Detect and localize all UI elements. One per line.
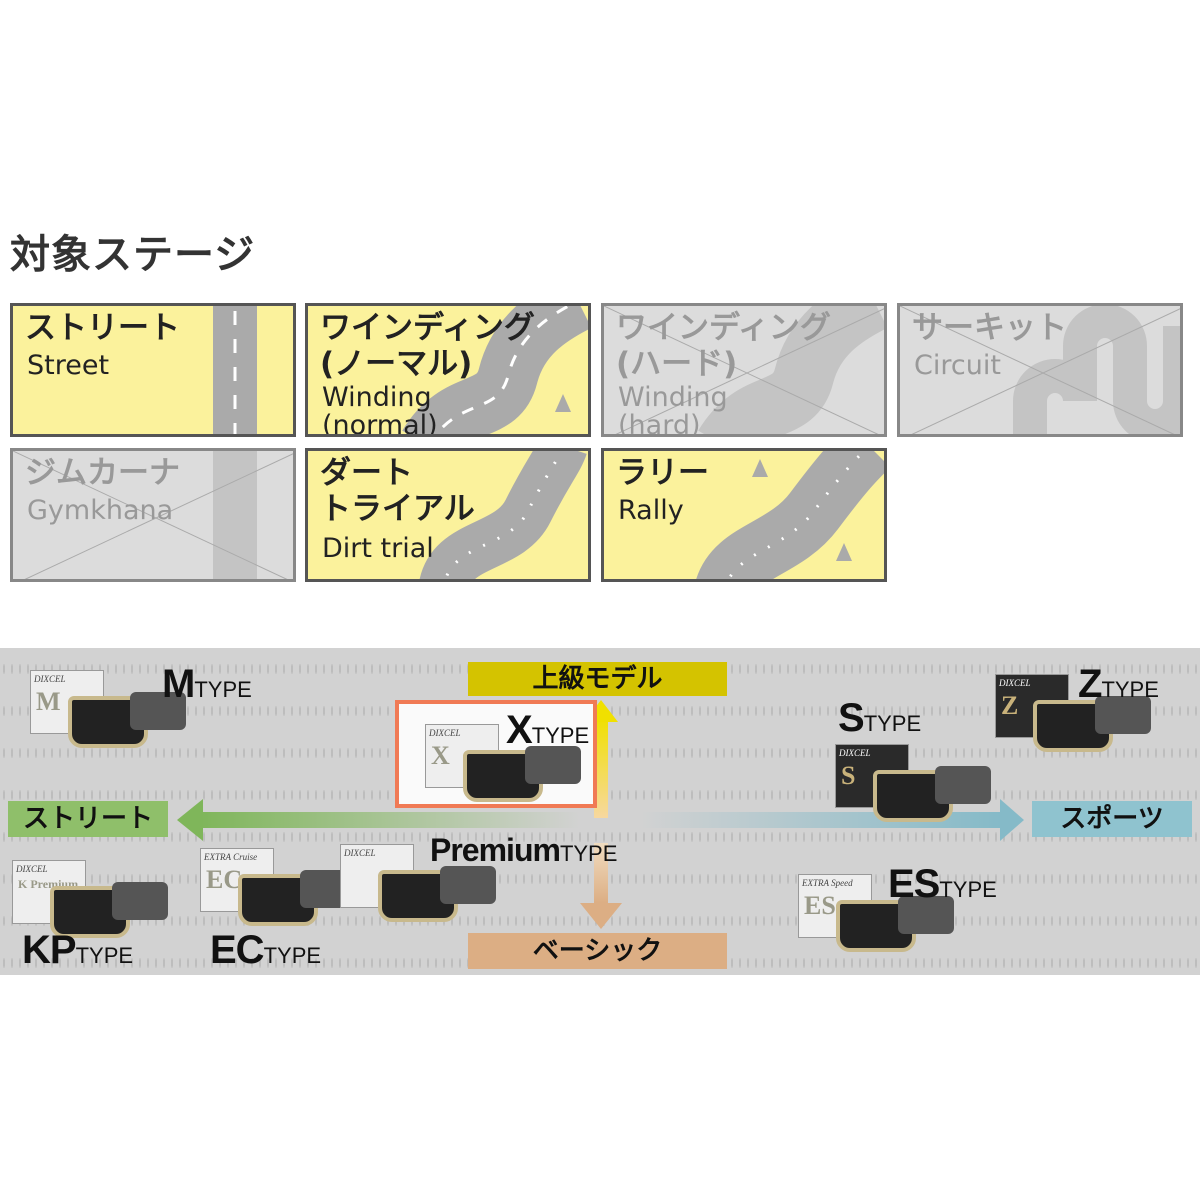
stage-en-label: Street xyxy=(27,350,110,381)
box-type-letter: ES xyxy=(804,891,836,920)
street-arrow-head xyxy=(177,799,203,841)
stage-jp-label: ダート トライアル xyxy=(320,455,475,527)
page-title: 対象ステージ xyxy=(10,232,256,278)
ec-type-label[interactable]: ECTYPE xyxy=(210,928,322,972)
premium-type-label[interactable]: PremiumTYPE xyxy=(430,832,618,868)
stage-en-label: Winding (normal) xyxy=(322,382,438,437)
box-brand: DIXCEL xyxy=(34,674,66,684)
rally-road-icon xyxy=(696,451,884,579)
box-brand: EXTRA Cruise xyxy=(204,852,258,862)
stage-winding-normal: ワインディング (ノーマル) Winding (normal) xyxy=(305,303,591,437)
circuit-road-icon xyxy=(900,306,1180,434)
stage-en-label: Gymkhana xyxy=(27,495,174,526)
stage-jp-label: ラリー xyxy=(616,455,709,491)
winding-road-icon xyxy=(402,306,588,434)
stage-jp-label: ストリート xyxy=(25,310,180,346)
brake-pad-icon xyxy=(1095,696,1151,734)
left-label: ストリート xyxy=(8,801,168,837)
stage-circuit: サーキット Circuit xyxy=(897,303,1183,437)
box-type-letter: S xyxy=(841,761,856,790)
stage-jp-label: ワインディング (ノーマル) xyxy=(320,310,535,382)
street-arrow xyxy=(200,812,580,828)
stage-winding-hard: ワインディング (ハード) Winding (hard) xyxy=(601,303,887,437)
kp-type-label[interactable]: KPTYPE xyxy=(22,928,134,972)
stage-jp-label: サーキット xyxy=(912,310,1067,346)
stage-dirt-trial: ダート トライアル Dirt trial xyxy=(305,448,591,582)
stage-jp-label: ワインディング (ハード) xyxy=(616,310,831,382)
winding-road-icon xyxy=(604,306,884,434)
box-brand: DIXCEL xyxy=(344,848,376,858)
box-type-letter: Z xyxy=(1001,691,1019,720)
brake-pad-icon xyxy=(130,692,186,730)
dirt-road-icon xyxy=(419,451,587,579)
stage-gymkhana: ジムカーナ Gymkhana xyxy=(10,448,296,582)
box-brand: DIXCEL xyxy=(839,748,871,758)
x-type-label[interactable]: XTYPE xyxy=(506,708,590,752)
stage-en-label: Circuit xyxy=(914,350,1001,381)
s-type-label[interactable]: STYPE xyxy=(838,696,922,740)
box-type-letter: EC xyxy=(206,865,243,894)
z-type-label[interactable]: ZTYPE xyxy=(1078,662,1159,706)
es-type-label[interactable]: ESTYPE xyxy=(888,862,997,906)
brake-pad-icon xyxy=(440,866,496,904)
basic-arrow xyxy=(594,843,608,903)
box-type-letter: X xyxy=(431,741,450,770)
brake-pad-icon xyxy=(898,896,954,934)
stage-street: ストリート Street xyxy=(10,303,296,437)
straight-road-icon xyxy=(213,306,257,434)
stage-jp-label: ジムカーナ xyxy=(25,455,180,491)
brake-pad-icon xyxy=(525,746,581,784)
sports-arrow-head xyxy=(1000,799,1024,841)
stage-rally: ラリー Rally xyxy=(601,448,887,582)
box-brand: DIXCEL xyxy=(429,728,461,738)
gymkhana-road-icon xyxy=(13,451,293,579)
stage-en-label: Rally xyxy=(618,495,684,526)
m-type-label[interactable]: MTYPE xyxy=(162,662,252,706)
upgrade-arrow xyxy=(594,718,608,818)
top-label: 上級モデル xyxy=(468,662,727,696)
box-type-letter: M xyxy=(36,687,61,716)
stage-en-label: Winding (hard) xyxy=(618,382,728,437)
bottom-label: ベーシック xyxy=(468,933,727,969)
stage-en-label: Dirt trial xyxy=(322,533,434,564)
product-map: 上級モデル ベーシック ストリート スポーツ DIXCEL M DIXCEL X… xyxy=(0,648,1200,975)
box-brand: EXTRA Speed xyxy=(802,878,853,888)
basic-arrow-head xyxy=(580,903,622,929)
box-brand: DIXCEL xyxy=(16,864,48,874)
right-label: スポーツ xyxy=(1032,801,1192,837)
box-brand: DIXCEL xyxy=(999,678,1031,688)
brake-pad-icon xyxy=(935,766,991,804)
brake-pad-icon xyxy=(112,882,168,920)
